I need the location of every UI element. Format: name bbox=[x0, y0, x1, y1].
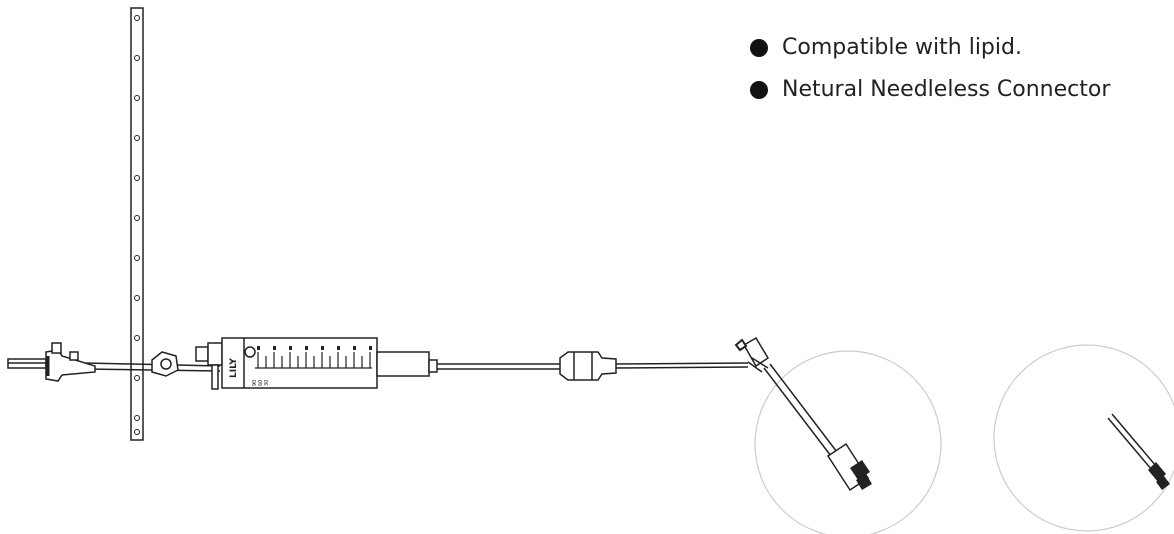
bullet-dot-icon bbox=[750, 81, 768, 99]
feature-item-connector: Netural Needleless Connector bbox=[750, 72, 1110, 114]
roller-clamp bbox=[151, 351, 179, 377]
svg-text:30: 30 bbox=[264, 380, 270, 386]
needle-detail bbox=[1107, 413, 1170, 490]
spike-connector bbox=[7, 342, 96, 382]
ruler bbox=[130, 7, 144, 441]
syringe-brand-label: LILY bbox=[229, 358, 239, 378]
syringe-barrel bbox=[195, 337, 438, 390]
feature-text: Compatible with lipid. bbox=[782, 35, 1022, 60]
magnify-circle-needle bbox=[993, 344, 1174, 532]
flow-regulator bbox=[559, 351, 617, 381]
syringe-scale-labels: 90 60 30 bbox=[252, 380, 270, 386]
feature-item-lipid: Compatible with lipid. bbox=[750, 30, 1110, 72]
svg-text:60: 60 bbox=[258, 380, 264, 386]
feature-list: Compatible with lipid. Netural Needleles… bbox=[750, 30, 1110, 114]
needleless-connector bbox=[763, 363, 872, 492]
svg-text:90: 90 bbox=[252, 380, 258, 386]
bullet-dot-icon bbox=[750, 39, 768, 57]
y-site-connector bbox=[734, 336, 770, 373]
magnify-circle-connector bbox=[754, 350, 942, 534]
feature-text: Netural Needleless Connector bbox=[782, 77, 1111, 102]
tubing bbox=[84, 362, 749, 372]
